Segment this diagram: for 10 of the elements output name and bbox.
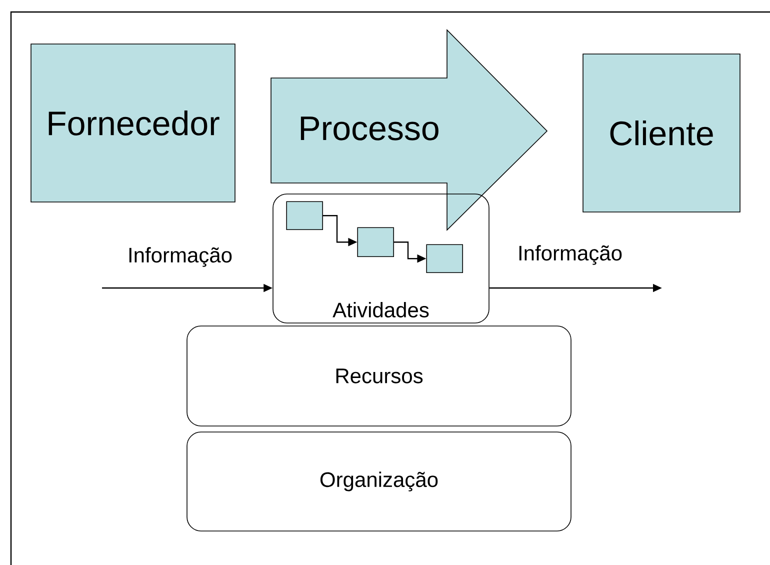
- rounded-box: Recursos: [186, 326, 572, 426]
- edge-label: Informação: [519, 245, 622, 265]
- process-box: Cliente: [582, 54, 740, 212]
- rounded-box: Organização: [186, 432, 572, 532]
- rounded-box: Atividades: [272, 194, 490, 324]
- process-box: [357, 227, 394, 257]
- process-box: Fornecedor: [30, 44, 236, 202]
- edge-label: Informação: [129, 247, 232, 267]
- process-box: [286, 201, 323, 230]
- process-box: [426, 244, 463, 273]
